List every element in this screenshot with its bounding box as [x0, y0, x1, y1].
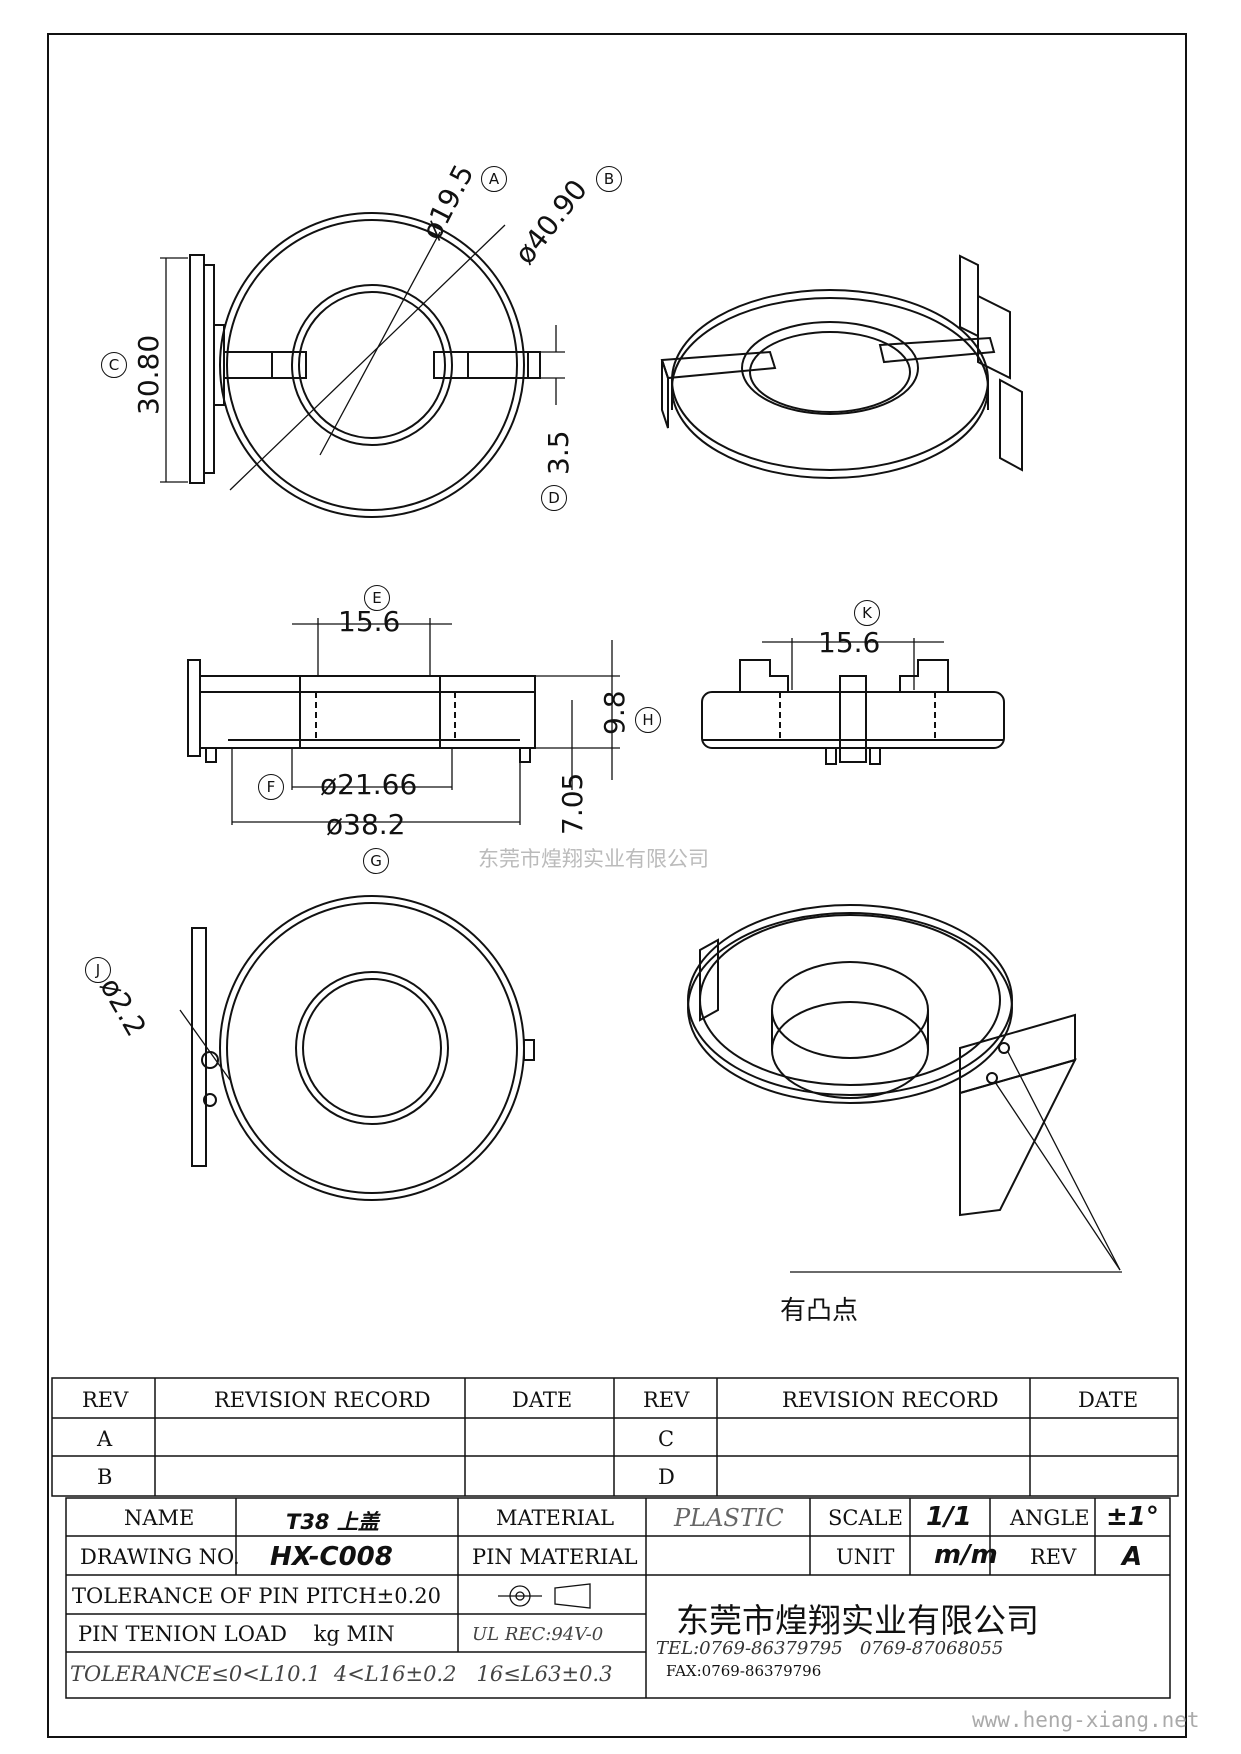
- watermark-url: www.heng-xiang.net: [972, 1708, 1200, 1732]
- callout-e: E: [364, 585, 390, 611]
- iso-view-bottom: [687, 904, 1122, 1273]
- rev-header-record-1: REVISION RECORD: [214, 1388, 431, 1412]
- title-block-grid: [65, 1497, 1171, 1699]
- dim-g-value: ø38.2: [326, 808, 406, 841]
- rev-row-c: C: [658, 1427, 675, 1451]
- dim-d-value: 3.5: [542, 430, 575, 475]
- dim-f-value: ø21.66: [320, 768, 418, 801]
- rev-header-rev-2: REV: [643, 1388, 690, 1412]
- drawing-no-label: DRAWING NO.: [80, 1545, 240, 1569]
- callout-c: C: [101, 352, 127, 378]
- dim-side-height-value: 7.05: [556, 772, 589, 835]
- callout-h: H: [635, 707, 661, 733]
- rev-row-a: A: [97, 1427, 113, 1451]
- callout-g: G: [363, 848, 389, 874]
- rev-header-record-2: REVISION RECORD: [782, 1388, 999, 1412]
- scale-value: 1/1: [926, 1502, 972, 1532]
- dim-h-value: 9.8: [598, 690, 631, 735]
- rev-header-rev-1: REV: [82, 1388, 129, 1412]
- bottom-view: [179, 895, 535, 1201]
- side-view: [701, 638, 1005, 765]
- drawing-no-value: HX-C008: [270, 1542, 393, 1572]
- watermark-company: 东莞市煌翔实业有限公司: [478, 847, 709, 871]
- rev-row-d: D: [658, 1465, 675, 1489]
- callout-j: J: [85, 957, 111, 983]
- callout-b: B: [596, 166, 622, 192]
- rev-row-b: B: [97, 1465, 113, 1489]
- raised-point-note: 有凸点: [780, 1296, 859, 1326]
- iso-view-top: [660, 254, 1023, 479]
- name-label: NAME: [124, 1506, 195, 1530]
- callout-a: A: [481, 166, 507, 192]
- callout-d: D: [541, 485, 567, 511]
- dim-k-value: 15.6: [818, 626, 881, 659]
- name-value: T38 上盖: [286, 1510, 379, 1534]
- angle-value: ±1°: [1106, 1502, 1159, 1532]
- angle-label: ANGLE: [1010, 1506, 1090, 1530]
- rev-header-date-2: DATE: [1078, 1388, 1139, 1412]
- callout-k: K: [854, 600, 880, 626]
- drawing-border: [47, 33, 1187, 1738]
- fax: FAX:0769-86379796: [666, 1662, 822, 1680]
- projection-symbol: [498, 1583, 591, 1609]
- front-view: [187, 618, 620, 825]
- rev-value: A: [1122, 1542, 1143, 1572]
- top-view: [160, 212, 565, 518]
- tel: TEL:0769-86379795 0769-87068055: [656, 1638, 1004, 1659]
- pin-tension: PIN TENION LOAD kg MIN: [78, 1622, 395, 1646]
- unit-label: UNIT: [836, 1545, 895, 1569]
- dim-e-value: 15.6: [338, 605, 401, 638]
- dim-c-value: 30.80: [132, 334, 165, 415]
- callout-f: F: [258, 774, 284, 800]
- material-label: MATERIAL: [496, 1506, 615, 1530]
- revision-table-grid: [51, 1377, 1179, 1497]
- company-name: 东莞市煌翔实业有限公司: [676, 1601, 1039, 1640]
- scale-label: SCALE: [828, 1506, 903, 1530]
- tolerance-pitch: TOLERANCE OF PIN PITCH±0.20: [72, 1584, 442, 1608]
- rev-label: REV: [1030, 1545, 1077, 1569]
- ul-rec: UL REC:94V-0: [472, 1624, 604, 1645]
- tolerance: TOLERANCE≤0<L10.1 4<L16±0.2 16≤L63±0.3: [70, 1662, 613, 1686]
- unit-value: m/m: [934, 1540, 998, 1570]
- pin-material-label: PIN MATERIAL: [472, 1545, 638, 1569]
- material-value: PLASTIC: [674, 1504, 784, 1532]
- rev-header-date-1: DATE: [512, 1388, 573, 1412]
